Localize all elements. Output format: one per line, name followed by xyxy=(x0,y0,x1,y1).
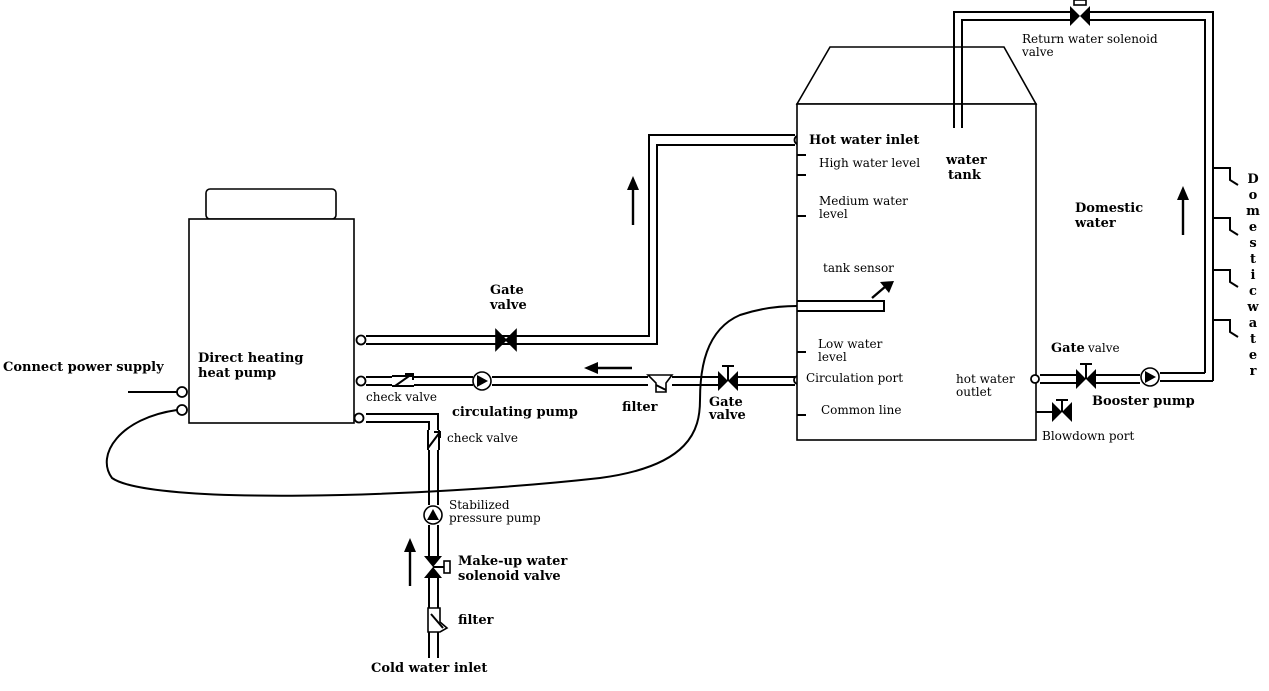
gate-valve-top-label-2: valve xyxy=(489,298,527,313)
gate-valve-mid-label-2: valve xyxy=(708,408,746,423)
gate-valve-mid xyxy=(718,365,738,391)
circulation-return-pipe xyxy=(366,376,795,386)
makeup-port-bottom xyxy=(353,412,365,424)
domestic-water-label-2: water xyxy=(1074,216,1116,231)
medium-water-level-label-2: level xyxy=(819,207,848,221)
water-tank-body xyxy=(796,103,1037,441)
tank-sensor-cable xyxy=(105,304,801,497)
gate-valve-top xyxy=(495,328,517,352)
hot-water-outlet-port xyxy=(1030,374,1040,384)
gate-valve-top-label-1: Gate xyxy=(490,283,524,298)
tank-sensor-label: tank sensor xyxy=(823,261,894,275)
hot-water-outlet-label-2: outlet xyxy=(956,385,992,399)
outlet-port-top xyxy=(355,334,367,346)
filter-1-symbol xyxy=(646,374,674,393)
gate-valve-mid-label-1: Gate xyxy=(709,395,743,410)
domestic-supply-pipe xyxy=(1040,372,1213,384)
power-port-2 xyxy=(176,404,188,416)
booster-pump-symbol xyxy=(1140,367,1160,387)
circulation-port-label: Circulation port xyxy=(806,371,903,385)
makeup-valve-label-1: Make-up water xyxy=(458,554,567,569)
water-tank-label-2: tank xyxy=(948,168,982,183)
filter-1-label: filter xyxy=(622,400,658,415)
stabilized-pump-label-2: pressure pump xyxy=(449,511,541,525)
water-tank-label-1: water xyxy=(945,153,987,168)
low-water-level-label-1: Low water xyxy=(818,337,883,351)
medium-water-level-label-1: Medium water xyxy=(819,194,908,208)
gate-valve-right xyxy=(1076,363,1096,389)
heat-pump-unit: Direct heating heat pump xyxy=(176,188,367,424)
check-valve-1 xyxy=(392,373,414,387)
check-valve-2 xyxy=(427,430,441,450)
tank-sensor-probe xyxy=(797,281,894,312)
blowdown-port-label: Blowdown port xyxy=(1042,429,1135,443)
flow-arrow-up-3 xyxy=(1177,186,1189,235)
gate-valve-right-label-1: Gate xyxy=(1051,341,1085,356)
water-tank xyxy=(795,46,1038,441)
low-water-level-label-2: level xyxy=(818,350,847,364)
return-valve-label-1: Return water solenoid xyxy=(1022,32,1158,46)
circulating-pump-symbol xyxy=(472,371,492,391)
filter-2-label: filter xyxy=(458,613,494,628)
heat-pump-label-line1: Direct heating xyxy=(198,351,303,366)
power-port-1 xyxy=(176,386,188,398)
return-water-solenoid-valve-symbol xyxy=(1070,0,1090,26)
gate-valve-right-label-2: valve xyxy=(1087,341,1120,355)
stabilized-pump-label-1: Stabilized xyxy=(449,498,510,512)
high-water-level-label: High water level xyxy=(819,156,920,170)
common-line-label: Common line xyxy=(821,403,901,417)
water-tank-roof xyxy=(795,46,1038,105)
return-port-mid xyxy=(355,375,367,387)
connect-power-label: Connect power supply xyxy=(3,360,164,375)
circulating-pump-label: circulating pump xyxy=(452,405,578,420)
check-valve-2-label: check valve xyxy=(447,431,518,445)
return-valve-label-2: valve xyxy=(1021,45,1054,59)
filter-2-symbol xyxy=(427,607,449,633)
heat-pump-fan-housing xyxy=(205,188,337,220)
return-water-pipe xyxy=(953,11,1214,381)
hot-water-outlet-label-1: hot water xyxy=(956,372,1015,386)
hot-water-supply-pipe xyxy=(366,134,795,345)
makeup-valve-label-2: solenoid valve xyxy=(458,569,561,584)
domestic-water-taps xyxy=(1213,167,1239,338)
makeup-solenoid-valve-symbol xyxy=(424,556,451,578)
heat-pump-body xyxy=(188,218,355,424)
blowdown-valve-symbol xyxy=(1036,399,1072,422)
domestic-water-vertical-label: Domesticwater xyxy=(1245,172,1260,380)
domestic-water-label-1: Domestic xyxy=(1075,201,1143,216)
flow-arrow-up-1 xyxy=(627,176,639,225)
check-valve-1-label: check valve xyxy=(366,390,437,404)
makeup-water-pipe xyxy=(366,413,439,658)
heat-pump-label-line2: heat pump xyxy=(198,366,276,381)
hot-water-inlet-label: Hot water inlet xyxy=(809,133,919,148)
stabilized-pressure-pump-symbol xyxy=(423,505,443,525)
cold-water-inlet-label: Cold water inlet xyxy=(371,661,487,676)
flow-arrow-up-2 xyxy=(404,538,416,586)
flow-arrow-left xyxy=(584,362,632,374)
booster-pump-label: Booster pump xyxy=(1092,394,1195,409)
